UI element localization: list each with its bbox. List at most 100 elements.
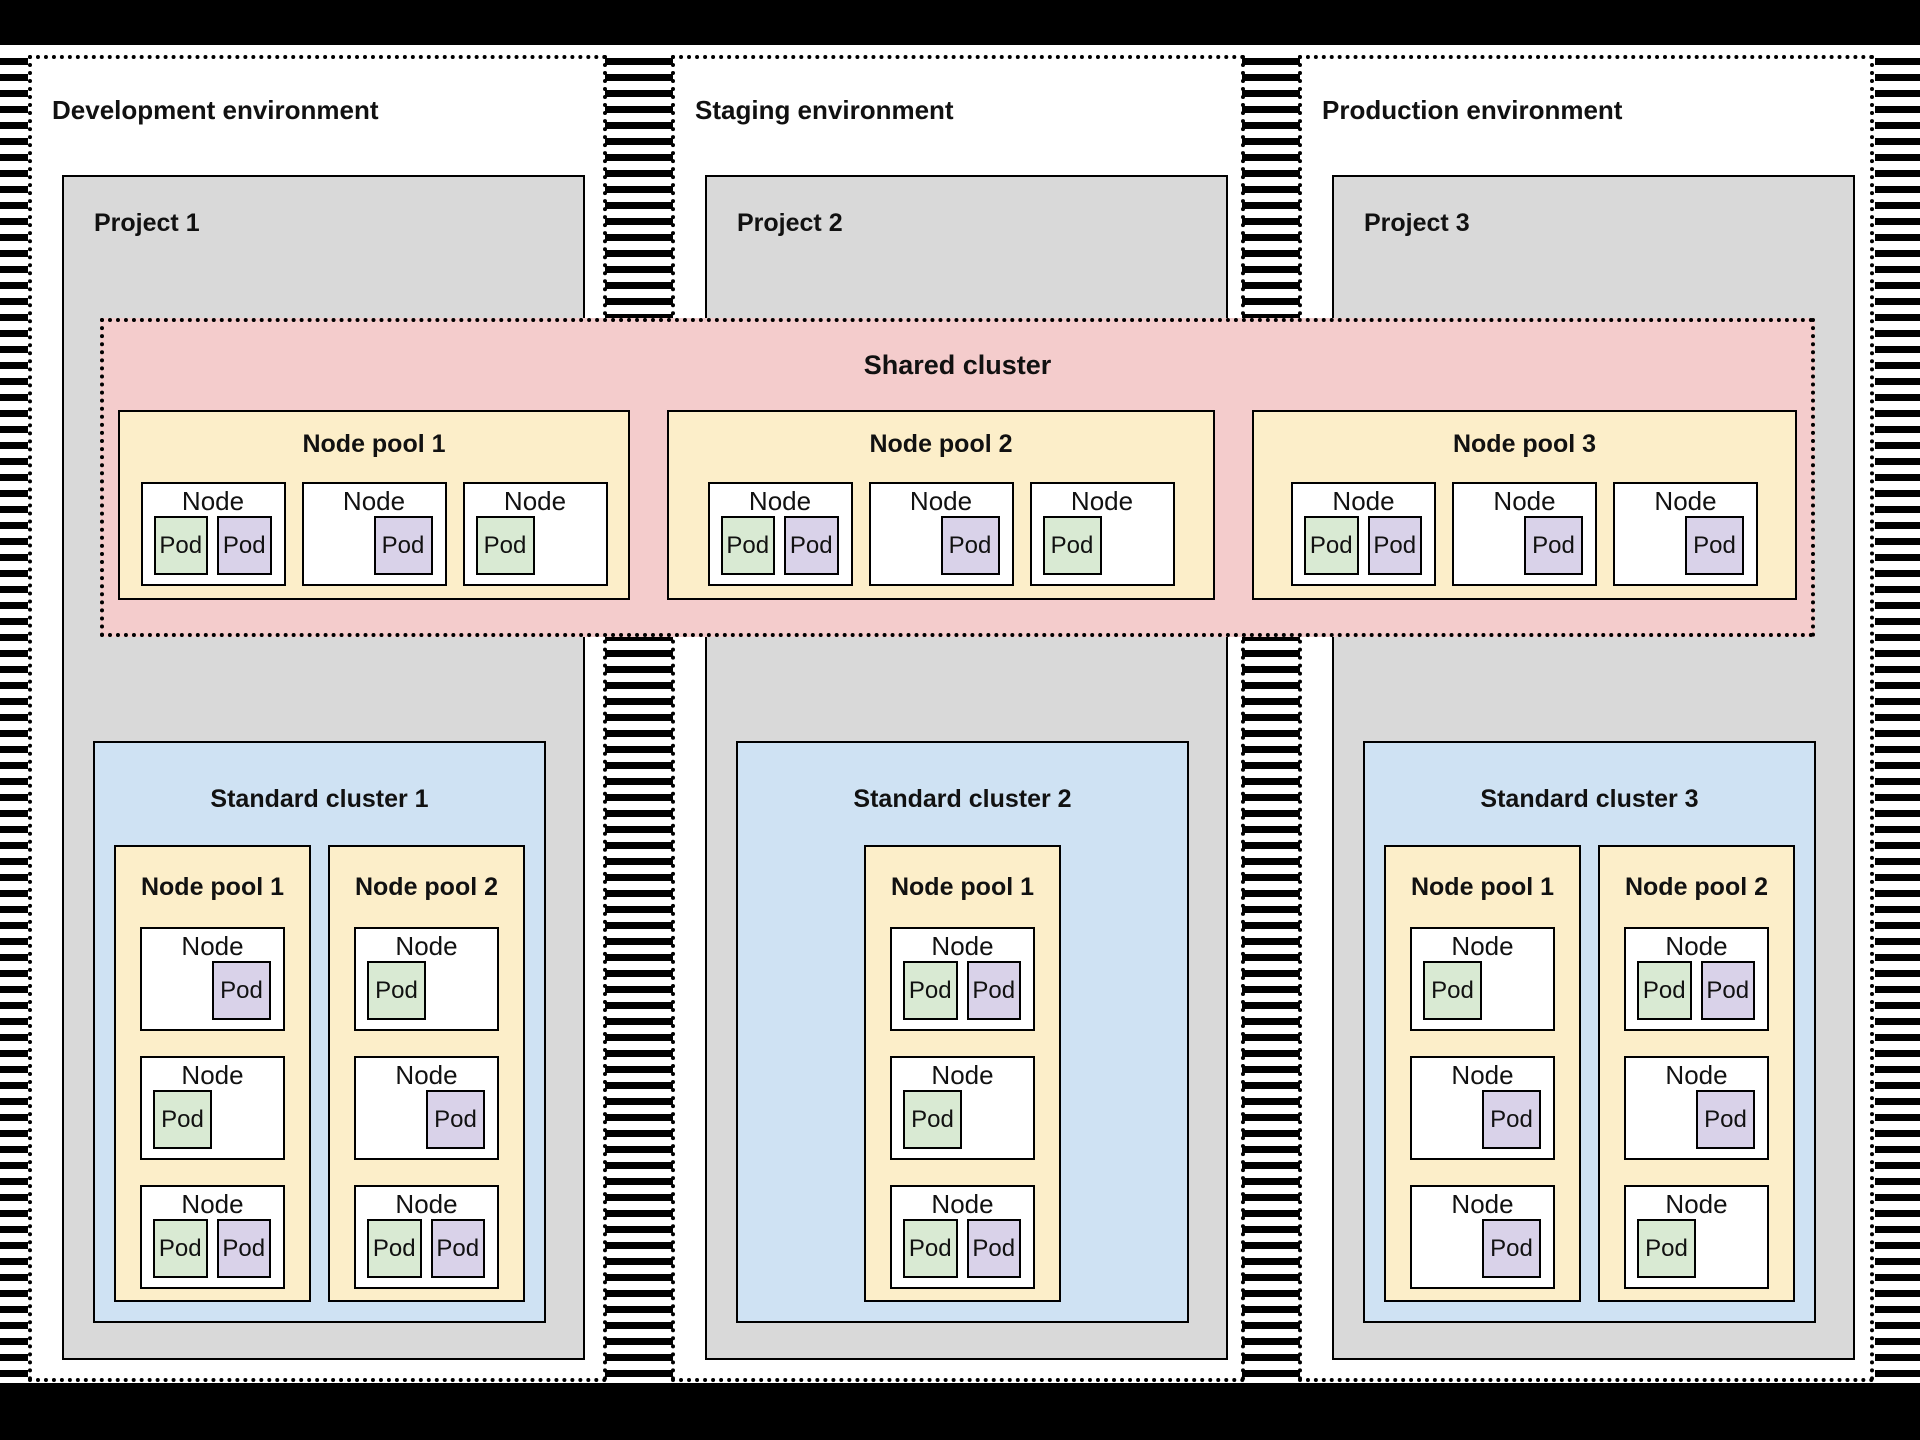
node-label: Node	[395, 931, 458, 961]
pod: Pod	[367, 961, 426, 1020]
pod-row: Pod	[153, 961, 271, 1020]
pod: Pod	[1482, 1219, 1541, 1278]
node-label: Node	[1451, 931, 1514, 961]
node-pool-label: Node pool 2	[354, 873, 499, 901]
pod-row: Pod	[1465, 516, 1583, 575]
standard-cluster-label: Standard cluster 2	[853, 785, 1072, 813]
pod-row: Pod	[1423, 1090, 1541, 1149]
environment-production: Production environment Project 3 Standar…	[1298, 55, 1874, 1382]
pod: Pod	[430, 1219, 485, 1278]
pod: Pod	[217, 516, 272, 575]
node-label: Node	[1070, 486, 1134, 516]
pod: Pod	[720, 516, 775, 575]
pod: Pod	[373, 516, 433, 575]
pod: Pod	[784, 516, 839, 575]
hatched-separator-right	[1875, 58, 1920, 1383]
environment-title: Production environment	[1322, 95, 1623, 125]
pod: Pod	[212, 961, 271, 1020]
pod: Pod	[1423, 961, 1482, 1020]
node-label: Node	[503, 486, 567, 516]
node-label: Node	[1665, 931, 1728, 961]
pod: Pod	[426, 1090, 485, 1149]
node-label: Node	[395, 1189, 458, 1219]
standard-cluster-label: Standard cluster 1	[210, 785, 429, 813]
pod-row: Pod	[1042, 516, 1161, 575]
node-label: Node	[931, 1060, 994, 1090]
pod: Pod	[1685, 516, 1744, 575]
pod: Pod	[475, 516, 535, 575]
pod: Pod	[1524, 516, 1583, 575]
node-label: Node	[1654, 486, 1717, 516]
environment-development: Development environment Project 1 Standa…	[28, 55, 607, 1382]
node-label: Node	[395, 1060, 458, 1090]
hatched-separator-dev-staging	[605, 58, 673, 1383]
hatched-separator-left	[0, 58, 28, 1383]
node-label: Node	[181, 931, 244, 961]
pod-row: Pod	[882, 516, 1000, 575]
pod: Pod	[1042, 516, 1102, 575]
pod: Pod	[903, 961, 958, 1020]
pod-row: Pod	[315, 516, 433, 575]
environment-title: Development environment	[52, 95, 379, 125]
frame-top-bar	[0, 0, 1920, 45]
pod-row: Pod	[367, 961, 485, 1020]
node-label: Node	[342, 486, 406, 516]
pod: Pod	[153, 1219, 208, 1278]
pod: Pod	[1637, 1219, 1696, 1278]
node-label: Node	[1665, 1060, 1728, 1090]
node-pool-label: Node pool 3	[1452, 430, 1597, 458]
pod: Pod	[367, 1219, 422, 1278]
node-label: Node	[181, 1060, 244, 1090]
pod-row: Pod	[1637, 1090, 1755, 1149]
project-label: Project 2	[737, 209, 843, 237]
node-label: Node	[931, 1189, 994, 1219]
pod-row: Pod	[367, 1090, 485, 1149]
node-pool-label: Node pool 1	[140, 873, 285, 901]
project-box: Project 2 Standard cluster 2 Node pool 1…	[705, 175, 1228, 1360]
pod: Pod	[966, 1219, 1021, 1278]
node-label: Node	[1451, 1060, 1514, 1090]
pod: Pod	[1482, 1090, 1541, 1149]
environment-staging: Staging environment Project 2 Standard c…	[671, 55, 1245, 1382]
